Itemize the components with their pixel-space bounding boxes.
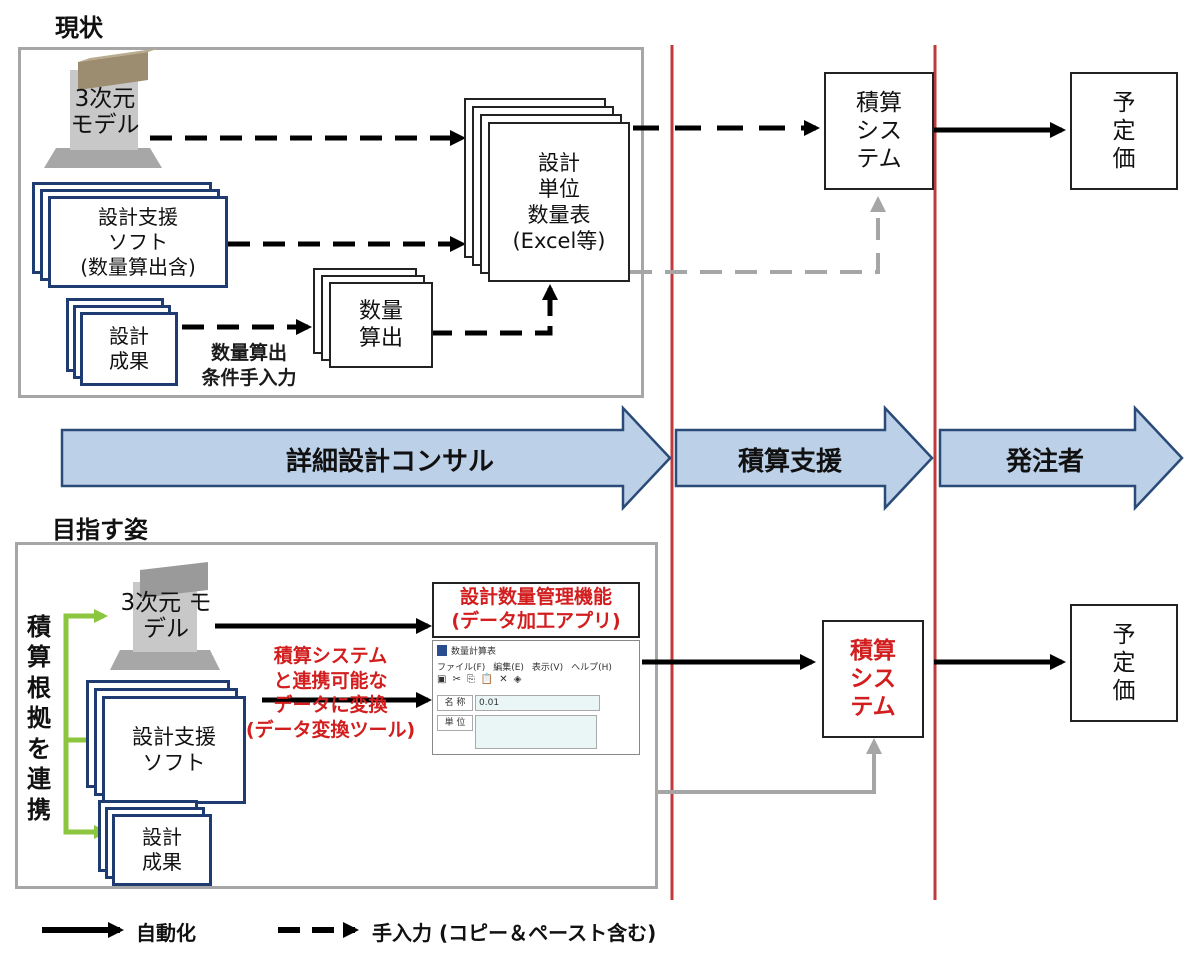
app-field-label-unit: 単 位 xyxy=(437,715,473,731)
phase-arrow-consultant xyxy=(60,404,672,512)
settings-icon[interactable]: ◈ xyxy=(513,674,522,685)
legend-automated-label: 自動化 xyxy=(136,921,196,945)
target-section-title: 目指す姿 xyxy=(52,516,148,544)
target-design-result-label: 設計 成果 xyxy=(142,825,182,874)
current-planned-price: 予 定 価 xyxy=(1070,72,1178,190)
current-design-result-label: 設計 成果 xyxy=(109,324,149,373)
copy-icon[interactable]: ⎘ xyxy=(466,674,475,685)
current-section-title: 現状 xyxy=(55,14,103,42)
link-basis-label: 積 算 根 拠 を 連 携 xyxy=(27,613,51,824)
phase-arrow-orderer xyxy=(938,404,1184,512)
target-design-soft-label: 設計支援 ソフト xyxy=(132,724,216,775)
target-planned-price: 予 定 価 xyxy=(1070,604,1178,722)
model-shape-bottom xyxy=(110,562,220,670)
target-design-result-stack: 設計 成果 xyxy=(98,800,212,886)
app-menu-item[interactable]: 表示(V) xyxy=(531,663,564,673)
target-design-soft-stack: 設計支援 ソフト xyxy=(86,680,246,804)
app-window-title: 数量計算表 xyxy=(451,647,497,657)
arrow-gray-solid-to-system xyxy=(656,738,882,794)
quantity-table-stack: 設計 単位 数量表 (Excel等) xyxy=(464,98,630,282)
quantity-calc-label: 数量 算出 xyxy=(358,298,403,352)
current-design-soft-label: 設計支援 ソフト (数量算出含) xyxy=(80,204,196,279)
target-estimation-system: 積算 シス テム xyxy=(822,620,924,738)
app-field-input-name[interactable]: 0.01 xyxy=(475,695,600,711)
current-design-result-stack: 設計 成果 xyxy=(66,298,178,386)
phase-label-estimation-support: 積算支援 xyxy=(737,446,842,477)
model-shape-top xyxy=(44,48,162,168)
target-model-label: 3次元 モデル xyxy=(120,590,212,643)
manual-input-note: 数量算出 条件手入力 xyxy=(201,342,297,389)
phase-label-consultant: 詳細設計コンサル xyxy=(285,446,494,477)
current-design-soft-stack: 設計支援 ソフト (数量算出含) xyxy=(32,182,228,288)
save-icon[interactable]: ▣ xyxy=(437,674,447,685)
paste-icon[interactable]: 📋 xyxy=(480,674,494,685)
app-icon xyxy=(437,645,447,656)
convert-text: 積算システム と連携可能な データに変換 (データ変換ツール) xyxy=(245,645,416,742)
delete-icon[interactable]: ✕ xyxy=(499,674,508,685)
cut-icon[interactable]: ✂ xyxy=(452,674,461,685)
current-estimation-system: 積算 シス テム xyxy=(824,72,934,190)
phase-arrow-estimation-support xyxy=(674,404,934,512)
current-model-label: 3次元 モデル xyxy=(70,86,140,139)
app-field-label-name: 名 称 xyxy=(437,695,473,711)
app-menu-item[interactable]: ファイル(F) xyxy=(437,663,486,673)
app-toolbar: ▣ ✂ ⎘ 📋 ✕ ◈ xyxy=(437,674,521,685)
quantity-calc-stack: 数量 算出 xyxy=(313,268,433,368)
app-window: 数量計算表 ファイル(F) 編集(E) 表示(V) ヘルプ(H) ▣ ✂ ⎘ 📋 ✕ … xyxy=(432,640,640,755)
arrow-calc-to-table-dashed xyxy=(430,294,553,336)
quantity-table-label: 設計 単位 数量表 (Excel等) xyxy=(512,150,606,254)
app-menu-item[interactable]: ヘルプ(H) xyxy=(571,663,612,673)
function-title-box: 設計数量管理機能 (データ加工アプリ) xyxy=(432,582,640,638)
arrow-gray-dashed-to-system xyxy=(630,196,886,274)
app-field-input-unit[interactable] xyxy=(475,715,597,749)
app-menubar: ファイル(F) 編集(E) 表示(V) ヘルプ(H) xyxy=(437,660,612,673)
phase-label-orderer: 発注者 xyxy=(1005,446,1084,477)
app-menu-item[interactable]: 編集(E) xyxy=(493,663,524,673)
legend-manual-label: 手入力 (コピー＆ペースト含む) xyxy=(372,921,657,945)
